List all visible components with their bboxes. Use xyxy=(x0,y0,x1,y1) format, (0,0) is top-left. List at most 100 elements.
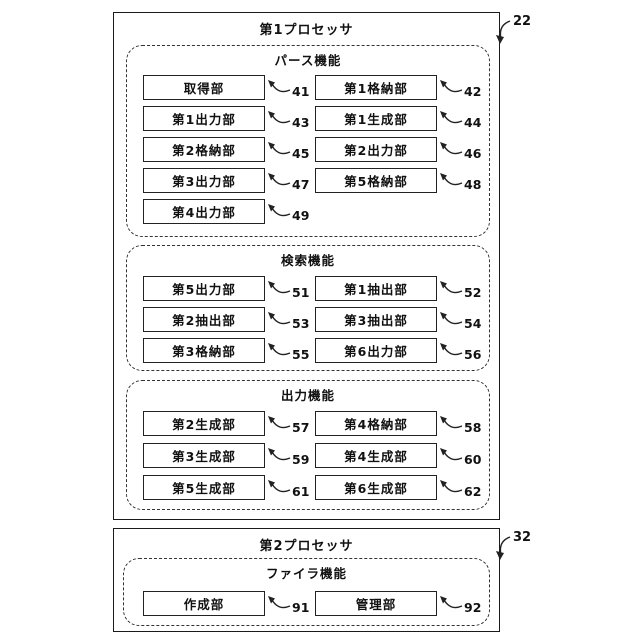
ref-number: 60 xyxy=(464,452,482,467)
leader-arrow-icon xyxy=(496,536,511,560)
block-label: 第1抽出部 xyxy=(315,276,437,301)
ref-number: 55 xyxy=(292,347,310,362)
ref-number: 61 xyxy=(292,484,310,499)
leader-arrow-icon xyxy=(268,480,291,493)
section-filer: ファイラ機能 作成部 91 管理部 92 xyxy=(123,558,490,626)
section-parse-title: パース機能 xyxy=(274,53,342,68)
section-output: 出力機能 第2生成部 57 第4格納部 58 第3生成部 59 第4生成部 60 xyxy=(126,380,490,510)
leader-arrow-icon xyxy=(268,416,291,429)
unit-56: 第6出力部 56 xyxy=(315,338,481,363)
leader-arrow-icon xyxy=(440,80,463,93)
unit-61: 第5生成部 61 xyxy=(143,475,309,500)
unit-59: 第3生成部 59 xyxy=(143,443,309,468)
unit-58: 第4格納部 58 xyxy=(315,411,481,436)
processor2-box: 第2プロセッサ ファイラ機能 作成部 91 管理部 92 xyxy=(113,528,500,632)
block-label: 第5生成部 xyxy=(143,475,265,500)
section-parse: パース機能 取得部 41 第1格納部 42 第1出力部 43 第1生成部 44 xyxy=(126,45,490,237)
leader-arrow-icon xyxy=(440,448,463,461)
ref-number: 54 xyxy=(464,316,482,331)
block-label: 第3出力部 xyxy=(143,168,265,193)
leader-arrow-icon xyxy=(268,281,291,294)
block-label: 第3生成部 xyxy=(143,443,265,468)
ref-number: 62 xyxy=(464,484,482,499)
ref-number: 22 xyxy=(513,14,532,29)
block-label: 第4出力部 xyxy=(143,199,265,224)
block-label: 第3格納部 xyxy=(143,338,265,363)
leader-arrow-icon xyxy=(440,281,463,294)
leader-arrow-icon xyxy=(440,312,463,325)
ref-number: 47 xyxy=(292,177,310,192)
unit-42: 第1格納部 42 xyxy=(315,75,481,100)
block-label: 第1出力部 xyxy=(143,106,265,131)
ref-number: 92 xyxy=(464,600,482,615)
ref-number: 52 xyxy=(464,285,482,300)
unit-49: 第4出力部 49 xyxy=(143,199,309,224)
unit-47: 第3出力部 47 xyxy=(143,168,309,193)
block-label: 管理部 xyxy=(315,591,437,616)
ref-number: 46 xyxy=(464,146,482,161)
processor2-ref: 32 xyxy=(494,530,531,561)
block-label: 第5格納部 xyxy=(315,168,437,193)
leader-arrow-icon xyxy=(268,173,291,186)
ref-number: 58 xyxy=(464,420,482,435)
leader-arrow-icon xyxy=(268,448,291,461)
block-label: 第1生成部 xyxy=(315,106,437,131)
unit-44: 第1生成部 44 xyxy=(315,106,481,131)
leader-arrow-icon xyxy=(440,596,463,609)
ref-number: 48 xyxy=(464,177,482,192)
ref-number: 41 xyxy=(292,84,310,99)
block-label: 第2生成部 xyxy=(143,411,265,436)
leader-arrow-icon xyxy=(268,312,291,325)
leader-arrow-icon xyxy=(440,111,463,124)
section-search: 検索機能 第5出力部 51 第1抽出部 52 第2抽出部 53 第3抽出部 54 xyxy=(126,245,490,371)
unit-43: 第1出力部 43 xyxy=(143,106,309,131)
block-label: 取得部 xyxy=(143,75,265,100)
ref-number: 56 xyxy=(464,347,482,362)
ref-number: 45 xyxy=(292,146,310,161)
leader-arrow-icon xyxy=(268,142,291,155)
leader-arrow-icon xyxy=(268,596,291,609)
unit-60: 第4生成部 60 xyxy=(315,443,481,468)
block-label: 第4格納部 xyxy=(315,411,437,436)
ref-number: 44 xyxy=(464,115,482,130)
unit-54: 第3抽出部 54 xyxy=(315,307,481,332)
block-label: 第4生成部 xyxy=(315,443,437,468)
leader-arrow-icon xyxy=(440,343,463,356)
unit-53: 第2抽出部 53 xyxy=(143,307,309,332)
leader-arrow-icon xyxy=(440,480,463,493)
unit-57: 第2生成部 57 xyxy=(143,411,309,436)
unit-46: 第2出力部 46 xyxy=(315,137,481,162)
processor1-title: 第1プロセッサ xyxy=(259,23,354,38)
block-label: 第1格納部 xyxy=(315,75,437,100)
leader-arrow-icon xyxy=(440,416,463,429)
leader-arrow-icon xyxy=(440,142,463,155)
unit-52: 第1抽出部 52 xyxy=(315,276,481,301)
ref-number: 59 xyxy=(292,452,310,467)
leader-arrow-icon xyxy=(440,173,463,186)
block-label: 第2格納部 xyxy=(143,137,265,162)
leader-arrow-icon xyxy=(496,20,511,44)
block-label: 第2出力部 xyxy=(315,137,437,162)
ref-number: 51 xyxy=(292,285,310,300)
ref-number: 91 xyxy=(292,600,310,615)
unit-41: 取得部 41 xyxy=(143,75,309,100)
ref-number: 53 xyxy=(292,316,310,331)
section-filer-title: ファイラ機能 xyxy=(265,566,347,581)
leader-arrow-icon xyxy=(268,204,291,217)
block-label: 作成部 xyxy=(143,591,265,616)
processor2-title: 第2プロセッサ xyxy=(259,539,354,554)
unit-48: 第5格納部 48 xyxy=(315,168,481,193)
ref-number: 43 xyxy=(292,115,310,130)
unit-91: 作成部 91 xyxy=(143,591,309,616)
block-label: 第6出力部 xyxy=(315,338,437,363)
section-output-title: 出力機能 xyxy=(280,388,335,403)
unit-62: 第6生成部 62 xyxy=(315,475,481,500)
block-label: 第5出力部 xyxy=(143,276,265,301)
unit-45: 第2格納部 45 xyxy=(143,137,309,162)
block-label: 第2抽出部 xyxy=(143,307,265,332)
ref-number: 57 xyxy=(292,420,310,435)
ref-number: 49 xyxy=(292,208,310,223)
leader-arrow-icon xyxy=(268,80,291,93)
leader-arrow-icon xyxy=(268,343,291,356)
